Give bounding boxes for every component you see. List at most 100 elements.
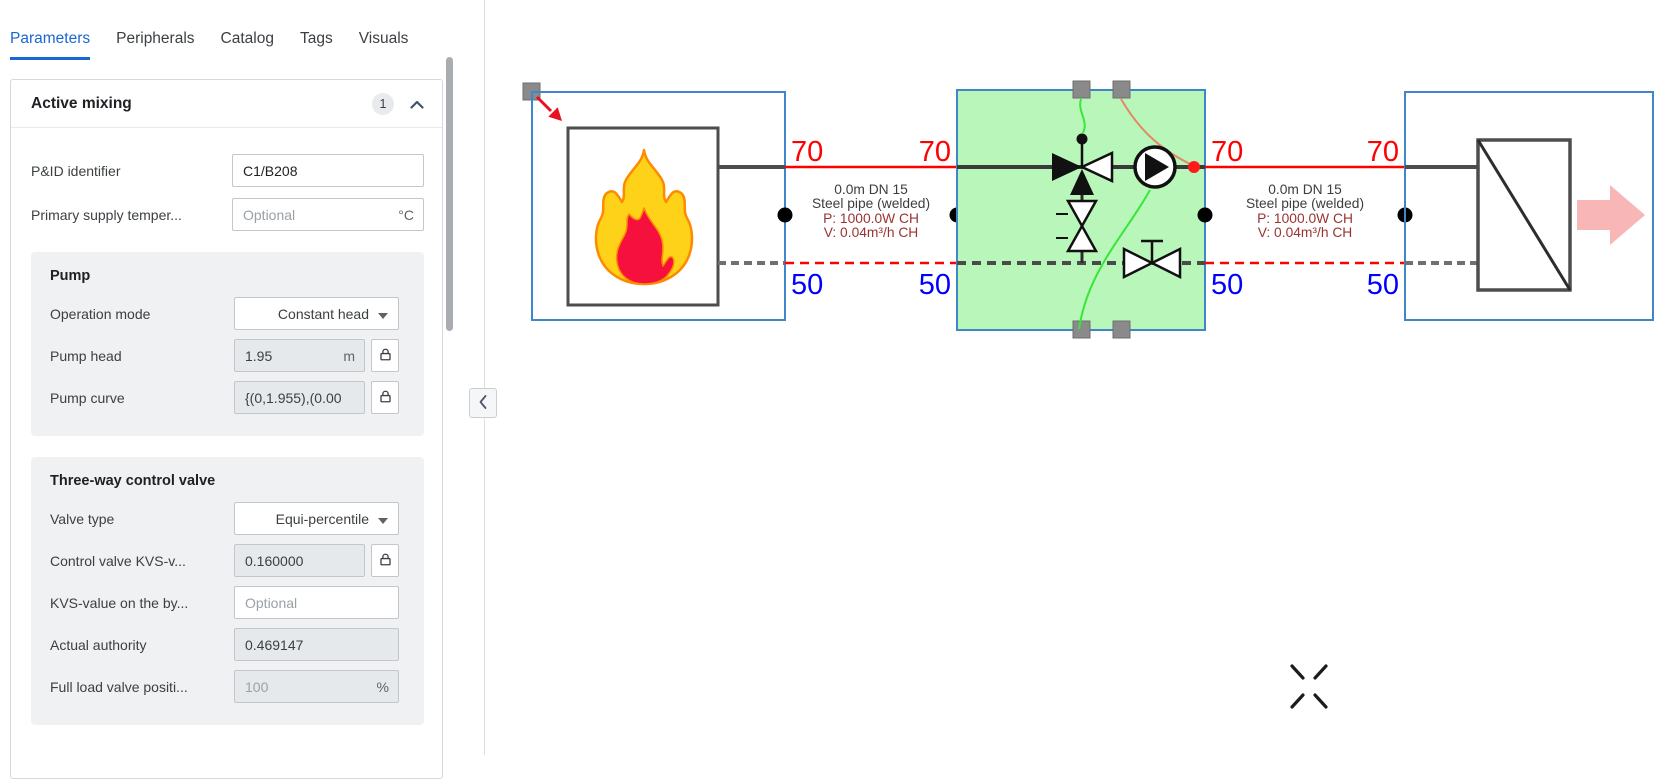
control-signal-line bbox=[1079, 98, 1086, 134]
three-way-valve-icon bbox=[1052, 133, 1114, 195]
flow-arrow-icon bbox=[1577, 185, 1645, 245]
svg-text:V: 0.04m³/h CH: V: 0.04m³/h CH bbox=[1258, 225, 1353, 240]
primary-supply-label: Primary supply temper... bbox=[31, 206, 182, 223]
consumer-bounding-box[interactable] bbox=[1404, 91, 1654, 321]
svg-text:0.0m DN 15: 0.0m DN 15 bbox=[834, 182, 908, 197]
properties-sidebar: Parameters Peripherals Catalog Tags Visu… bbox=[0, 0, 455, 779]
sidebar-scrollbar[interactable] bbox=[446, 57, 453, 331]
three-way-valve-group: Three-way control valve Valve type Equi-… bbox=[31, 457, 424, 725]
field-row-primary-supply: Primary supply temper... °C bbox=[31, 198, 424, 231]
valve-type-value: Equi-percentile bbox=[275, 510, 369, 527]
field-row-pump-curve: Pump curve bbox=[50, 381, 399, 414]
return-temp-label: 50 bbox=[1367, 269, 1399, 301]
supply-temp-label: 70 bbox=[791, 136, 823, 168]
operation-mode-select[interactable]: Constant head bbox=[234, 297, 399, 330]
tab-peripherals[interactable]: Peripherals bbox=[116, 30, 195, 47]
active-mixing-panel: Active mixing 1 P&ID identifier Primary … bbox=[10, 79, 443, 779]
pump-group-heading: Pump bbox=[50, 268, 91, 284]
field-row-bypass-kvs: KVS-value on the by... bbox=[50, 586, 399, 619]
supply-temp-label: 70 bbox=[1211, 136, 1243, 168]
collapse-sidebar-button[interactable] bbox=[469, 388, 497, 418]
return-temp-label: 50 bbox=[791, 269, 823, 301]
heat-exchanger-icon bbox=[1476, 138, 1572, 292]
bypass-kvs-input[interactable] bbox=[234, 586, 399, 619]
connection-handle[interactable] bbox=[1112, 320, 1131, 339]
panel-title: Active mixing bbox=[31, 95, 132, 112]
panel-canvas-divider bbox=[484, 0, 485, 755]
resize-arrow-icon bbox=[535, 95, 562, 121]
control-kvs-label: Control valve KVS-v... bbox=[50, 552, 186, 569]
caret-down-icon bbox=[378, 511, 388, 527]
pipe-info-label: 0.0m DN 15 Steel pipe (welded) P: 1000.0… bbox=[812, 182, 930, 240]
full-load-input bbox=[234, 670, 399, 703]
pipe-section-1[interactable]: 70 70 50 50 0.0m DN 15 Steel pipe (welde… bbox=[777, 136, 965, 301]
lock-icon bbox=[378, 347, 393, 365]
pipe-section-2[interactable]: 70 70 50 50 0.0m DN 15 Steel pipe (welde… bbox=[1197, 136, 1413, 301]
panel-header[interactable]: Active mixing 1 bbox=[11, 80, 442, 128]
pump-head-label: Pump head bbox=[50, 347, 122, 364]
return-temp-label: 50 bbox=[919, 269, 951, 301]
svg-text:P: 1000.0W CH: P: 1000.0W CH bbox=[1257, 211, 1353, 226]
tab-visuals[interactable]: Visuals bbox=[358, 30, 409, 47]
signal-line-salmon bbox=[1120, 98, 1191, 165]
pump-icon bbox=[1133, 145, 1177, 189]
authority-input bbox=[234, 628, 399, 661]
field-row-full-load: Full load valve positi... % bbox=[50, 670, 399, 703]
svg-text:V: 0.04m³/h CH: V: 0.04m³/h CH bbox=[824, 225, 919, 240]
collapse-section-button[interactable] bbox=[408, 95, 426, 114]
bypass-kvs-label: KVS-value on the by... bbox=[50, 594, 189, 611]
pump-curve-input[interactable] bbox=[234, 381, 365, 414]
control-kvs-lock-button[interactable] bbox=[371, 544, 399, 577]
svg-text:P: 1000.0W CH: P: 1000.0W CH bbox=[823, 211, 919, 226]
operation-mode-label: Operation mode bbox=[50, 305, 151, 322]
tab-parameters[interactable]: Parameters bbox=[10, 30, 91, 60]
connection-handle[interactable] bbox=[1072, 80, 1091, 99]
svg-text:Steel pipe (welded): Steel pipe (welded) bbox=[812, 196, 930, 211]
pump-head-input[interactable] bbox=[234, 339, 365, 372]
pid-identifier-input[interactable] bbox=[232, 154, 424, 187]
shutoff-valve-icon bbox=[1122, 239, 1182, 280]
authority-label: Actual authority bbox=[50, 636, 147, 653]
control-kvs-input[interactable] bbox=[234, 544, 365, 577]
svg-text:0.0m DN 15: 0.0m DN 15 bbox=[1268, 182, 1342, 197]
control-signal-line bbox=[1078, 189, 1151, 330]
svg-text:Steel pipe (welded): Steel pipe (welded) bbox=[1246, 196, 1364, 211]
tab-tags[interactable]: Tags bbox=[299, 30, 333, 47]
return-temp-label: 50 bbox=[1211, 269, 1243, 301]
pump-curve-lock-button[interactable] bbox=[371, 381, 399, 414]
full-load-label: Full load valve positi... bbox=[50, 678, 188, 695]
chevron-up-icon bbox=[410, 97, 424, 112]
field-row-authority: Actual authority bbox=[50, 628, 399, 661]
field-row-pid: P&ID identifier bbox=[31, 154, 424, 187]
boiler-component[interactable] bbox=[522, 82, 786, 321]
pump-head-lock-button[interactable] bbox=[371, 339, 399, 372]
chevron-left-icon bbox=[477, 393, 489, 414]
pipe-node[interactable] bbox=[777, 207, 793, 223]
pump-group: Pump Operation mode Constant head Pump h… bbox=[31, 252, 424, 436]
tab-catalog[interactable]: Catalog bbox=[220, 30, 274, 47]
connection-dot bbox=[1188, 161, 1200, 173]
supply-temp-label: 70 bbox=[1367, 136, 1399, 168]
supply-temp-label: 70 bbox=[919, 136, 951, 168]
boiler-bounding-box[interactable] bbox=[531, 91, 786, 321]
lock-icon bbox=[378, 389, 393, 407]
caret-down-icon bbox=[378, 306, 388, 322]
mixing-component[interactable] bbox=[956, 80, 1206, 339]
connection-handle[interactable] bbox=[1112, 80, 1131, 99]
count-badge: 1 bbox=[372, 93, 394, 115]
crosshair-icon bbox=[1290, 664, 1328, 709]
sidebar-tabs: Parameters Peripherals Catalog Tags Visu… bbox=[0, 0, 455, 60]
consumer-component[interactable] bbox=[1404, 91, 1654, 321]
schematic-canvas[interactable]: 70 70 50 50 0.0m DN 15 Steel pipe (welde… bbox=[485, 0, 1665, 755]
field-row-operation-mode: Operation mode Constant head bbox=[50, 297, 399, 330]
connection-handle[interactable] bbox=[1072, 320, 1091, 339]
balancing-valve-icon bbox=[1056, 195, 1099, 263]
field-row-valve-type: Valve type Equi-percentile bbox=[50, 502, 399, 535]
valve-type-select[interactable]: Equi-percentile bbox=[234, 502, 399, 535]
valve-type-label: Valve type bbox=[50, 510, 115, 527]
primary-supply-input[interactable] bbox=[232, 198, 424, 231]
field-row-control-kvs: Control valve KVS-v... bbox=[50, 544, 399, 577]
pipe-node[interactable] bbox=[1197, 207, 1213, 223]
lock-icon bbox=[378, 552, 393, 570]
flame-icon bbox=[594, 148, 694, 286]
